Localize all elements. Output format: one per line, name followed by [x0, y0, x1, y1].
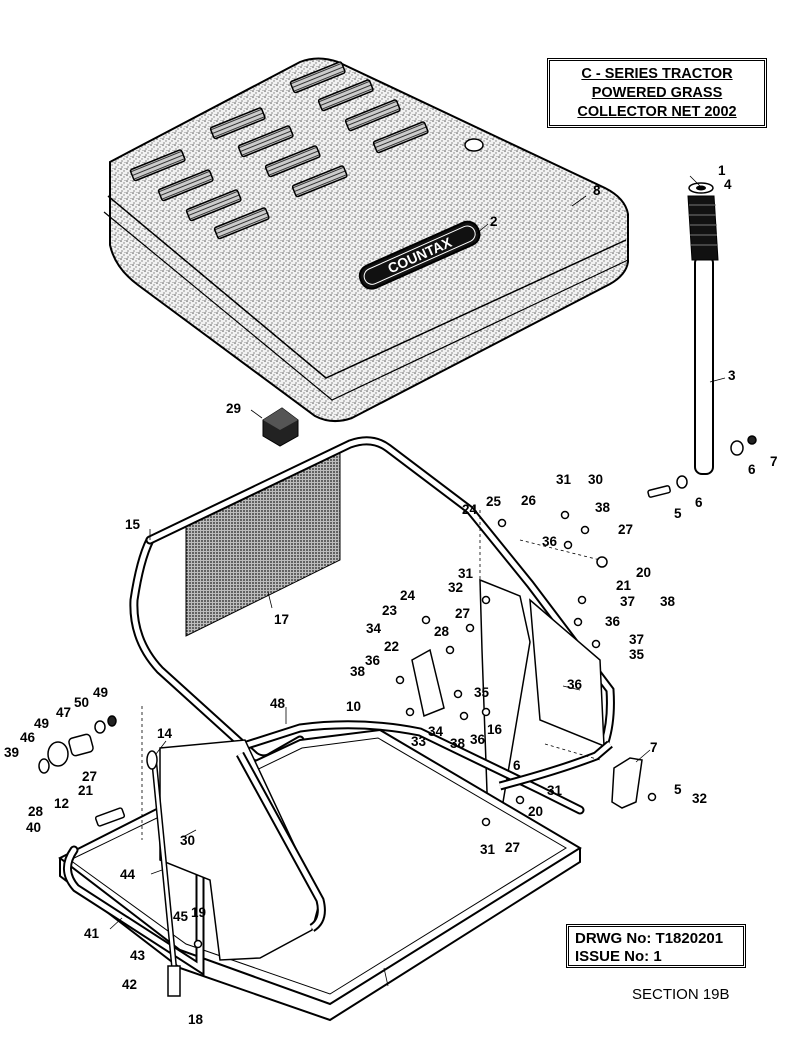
part-number-label: 31	[547, 783, 563, 798]
part-number-label: 30	[588, 472, 603, 487]
part-number-label: 12	[54, 796, 69, 811]
part-number-label: 28	[28, 804, 44, 819]
issue-number: ISSUE No: 1	[575, 948, 662, 965]
part-number-label: 36	[567, 677, 583, 692]
part-number-label: 34	[366, 621, 382, 636]
part-number-label: 49	[34, 716, 49, 731]
part-14-sleeve	[611, 757, 643, 809]
section-label: SECTION 19B	[632, 986, 730, 1003]
part-number-label: 19	[191, 905, 206, 920]
part-number-label: 25	[486, 494, 502, 509]
mesh-net	[185, 445, 341, 637]
part-number-label: 7	[650, 740, 658, 755]
part-number-label: 3	[728, 368, 736, 383]
part-number-label: 15	[125, 517, 141, 532]
part-number-label: 42	[122, 977, 137, 992]
part-number-label: 48	[270, 696, 286, 711]
part-number-label: 23	[382, 603, 398, 618]
part-number-label: 2	[490, 214, 498, 229]
title-line-1: C - SERIES TRACTOR	[581, 65, 733, 82]
part-number-label: 27	[82, 769, 97, 784]
part-number-label: 27	[618, 522, 633, 537]
small-fasteners	[193, 510, 657, 949]
part-number-label: 21	[616, 578, 632, 593]
part-number-label: 28	[434, 624, 450, 639]
part-22-plate	[411, 648, 445, 718]
part-number-label: 14	[157, 726, 173, 741]
part-number-label: 41	[84, 926, 100, 941]
part-number-label: 18	[188, 1012, 204, 1027]
part-number-label: 47	[56, 705, 71, 720]
leader-lines	[109, 175, 726, 987]
part-number-label: 20	[636, 565, 651, 580]
title-line-2: POWERED GRASS	[591, 84, 723, 101]
part-number-label: 17	[274, 612, 289, 627]
part-number-label: 50	[74, 695, 89, 710]
part-number-label: 37	[620, 594, 635, 609]
part-number-label: 29	[226, 401, 241, 416]
part-number-label: 38	[595, 500, 611, 515]
side-panel-left	[159, 739, 321, 961]
part-number-label: 30	[180, 833, 195, 848]
part-number-label: 16	[487, 722, 503, 737]
support-rod	[146, 750, 181, 997]
title-block: C - SERIES TRACTOR POWERED GRASS COLLECT…	[547, 58, 767, 128]
part-number-label: 32	[692, 791, 707, 806]
part-number-label: 5	[674, 506, 682, 521]
part-number-label: 34	[428, 724, 444, 739]
part-number-label: 27	[505, 840, 520, 855]
left-fasteners	[38, 715, 126, 827]
part-number-label: 46	[20, 730, 36, 745]
part-number-label: 21	[78, 783, 94, 798]
part-number-label: 10	[346, 699, 361, 714]
handle-fasteners	[647, 435, 757, 498]
handle-lever	[687, 182, 719, 475]
part-number-label: 36	[470, 732, 486, 747]
hood-vents	[129, 61, 429, 240]
part-number-label: 36	[542, 534, 558, 549]
part-number-label: 36	[605, 614, 621, 629]
part-number-label: 20	[528, 804, 543, 819]
part-number-label: 5	[674, 782, 682, 797]
part-number-label: 35	[629, 647, 645, 662]
part-number-label: 35	[474, 685, 490, 700]
part-number-label: 27	[455, 606, 470, 621]
part-number-label: 8	[593, 183, 601, 198]
part-number-label: 44	[120, 867, 136, 882]
part-number-label: 36	[365, 653, 381, 668]
part-number-label: 43	[130, 948, 146, 963]
part-number-label: 38	[350, 664, 366, 679]
part-number-label: 38	[660, 594, 676, 609]
part-number-label: 38	[450, 736, 466, 751]
part-number-label: 31	[480, 842, 496, 857]
title-line-3: COLLECTOR NET 2002	[577, 103, 737, 120]
part-number-label: 6	[695, 495, 703, 510]
part-number-label: 24	[400, 588, 416, 603]
part-number-label: 37	[629, 632, 644, 647]
part-number-label: 31	[556, 472, 572, 487]
part-number-label: 45	[173, 909, 189, 924]
part-number-label: 6	[513, 758, 521, 773]
part-number-label: 33	[411, 734, 427, 749]
part-number-label: 22	[384, 639, 399, 654]
part-number-label: 7	[770, 454, 778, 469]
part-number-label: 4	[724, 177, 732, 192]
part-29-block	[262, 407, 299, 447]
part-number-label: 1	[718, 163, 726, 178]
part-number-label: 40	[26, 820, 41, 835]
part-number-label: 39	[4, 745, 19, 760]
part-number-label: 32	[448, 580, 463, 595]
drawing-number: DRWG No: T1820201	[575, 930, 724, 947]
side-plate-right	[529, 598, 605, 748]
part-number-label: 31	[458, 566, 474, 581]
part-number-label: 49	[93, 685, 108, 700]
drawing-info-block: DRWG No: T1820201 ISSUE No: 1	[566, 924, 746, 968]
part-number-label: 6	[748, 462, 756, 477]
part-number-label: 26	[521, 493, 537, 508]
part-number-label: 24	[462, 502, 478, 517]
